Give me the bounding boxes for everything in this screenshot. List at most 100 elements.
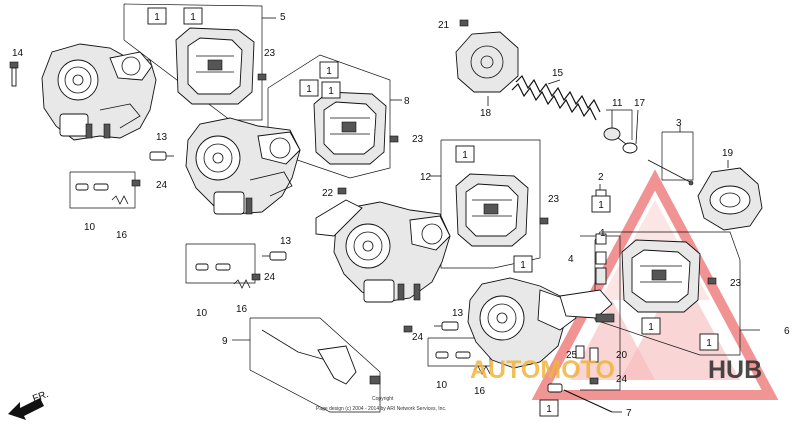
callout-8: 8 bbox=[404, 96, 410, 107]
carburetor-body-4 bbox=[467, 277, 615, 369]
group-box-9 bbox=[249, 317, 381, 413]
callout-22: 22 bbox=[322, 188, 334, 199]
callout-10c: 10 bbox=[436, 380, 448, 391]
callout-6: 6 bbox=[784, 326, 790, 337]
carburetor-body-2 bbox=[185, 117, 301, 215]
callout-23b: 23 bbox=[412, 134, 424, 145]
svg-text:1: 1 bbox=[154, 12, 160, 23]
watermark-text: AUTOMOTO HUB bbox=[470, 356, 762, 384]
svg-text:1: 1 bbox=[328, 86, 334, 97]
callout-16a: 16 bbox=[116, 230, 128, 241]
callout-19: 19 bbox=[722, 148, 734, 159]
callout-24a: 24 bbox=[156, 180, 168, 191]
jet-needle-11 bbox=[603, 127, 638, 154]
copyright-notice: Copyright Page design (c) 2004 - 2014 by… bbox=[316, 396, 446, 412]
svg-text:Page design (c) 2004 - 2014 by: Page design (c) 2004 - 2014 by ARI Netwo… bbox=[316, 406, 446, 412]
boxed-label-1d: 1 bbox=[299, 79, 319, 97]
fitting-20-25 bbox=[575, 345, 599, 363]
svg-text:1: 1 bbox=[306, 84, 312, 95]
callout-23c: 23 bbox=[548, 194, 560, 205]
pilot-screw-set-10c bbox=[435, 351, 491, 375]
boxed-label-1k: 1 bbox=[539, 399, 559, 417]
leader-lines bbox=[232, 17, 760, 413]
callout-15: 15 bbox=[552, 68, 564, 79]
boxed-label-1f: 1 bbox=[455, 145, 475, 163]
front-arrow-label: FR. bbox=[31, 389, 50, 405]
callout-2: 2 bbox=[598, 172, 604, 183]
callout-25: 25 bbox=[566, 350, 578, 361]
callout-21: 21 bbox=[438, 20, 450, 31]
front-direction-arrow: FR. bbox=[8, 389, 50, 420]
callout-11: 11 bbox=[612, 98, 623, 109]
callout-13b: 13 bbox=[280, 236, 292, 247]
svg-text:1: 1 bbox=[326, 66, 332, 77]
screw-13-low bbox=[434, 321, 459, 331]
group-box-11 bbox=[606, 109, 633, 140]
callout-24c: 24 bbox=[412, 332, 424, 343]
callout-23a: 23 bbox=[264, 48, 276, 59]
boxed-label-1h: 1 bbox=[591, 195, 611, 213]
screws-23 bbox=[257, 73, 717, 285]
callout-9: 9 bbox=[222, 336, 228, 347]
boxed-label-1j: 1 bbox=[699, 333, 719, 351]
linkage-rod-9 bbox=[261, 329, 381, 385]
group-box-3 bbox=[661, 131, 694, 181]
group-box-6 bbox=[594, 231, 741, 356]
screw-13-mid bbox=[262, 251, 287, 261]
callout-13c: 13 bbox=[452, 308, 464, 319]
boxed-label-1g: 1 bbox=[513, 255, 533, 273]
screw-14 bbox=[9, 61, 19, 87]
group-box-10a bbox=[69, 171, 136, 209]
svg-text:Copyright: Copyright bbox=[372, 396, 394, 402]
diaphragm-19 bbox=[697, 167, 763, 231]
callout-7: 7 bbox=[626, 408, 632, 419]
svg-text:1: 1 bbox=[546, 404, 552, 415]
callout-16b: 16 bbox=[236, 304, 248, 315]
callout-14: 14 bbox=[12, 48, 24, 59]
svg-text:1: 1 bbox=[520, 260, 526, 271]
boxed-label-1i: 1 bbox=[641, 317, 661, 335]
callout-5: 5 bbox=[280, 12, 286, 23]
svg-text:1: 1 bbox=[598, 200, 604, 211]
throttle-stop-screw-7 bbox=[547, 383, 613, 413]
callout-3: 3 bbox=[676, 118, 682, 129]
diaphragm-cover-18 bbox=[455, 31, 519, 93]
boxed-label-1e: 1 bbox=[321, 81, 341, 99]
svg-text:1: 1 bbox=[648, 322, 654, 333]
callout-16c: 16 bbox=[474, 386, 486, 397]
callout-17: 17 bbox=[634, 98, 646, 109]
group-box-10c bbox=[427, 337, 491, 367]
svg-text:1: 1 bbox=[190, 12, 196, 23]
callout-20: 20 bbox=[616, 350, 628, 361]
carburetor-body-3 bbox=[315, 199, 451, 303]
pilot-screw-set-10b bbox=[195, 263, 251, 289]
boxed-label-1c: 1 bbox=[319, 61, 339, 79]
screw-21 bbox=[459, 19, 469, 27]
callout-24b: 24 bbox=[264, 272, 276, 283]
spring-15 bbox=[511, 74, 601, 121]
needle-3 bbox=[647, 159, 694, 186]
callout-18: 18 bbox=[480, 108, 492, 119]
chamber-cover-top bbox=[175, 27, 255, 105]
boxed-label-1b: 1 bbox=[183, 7, 203, 25]
callout-24d: 24 bbox=[616, 374, 628, 385]
boxed-label-1a: 1 bbox=[147, 7, 167, 25]
callout-4: 4 bbox=[568, 254, 574, 265]
callout-12: 12 bbox=[420, 172, 432, 183]
callout-13a: 13 bbox=[156, 132, 168, 143]
chamber-cover-3 bbox=[455, 173, 529, 247]
screws-24 bbox=[131, 179, 599, 385]
callout-10a: 10 bbox=[84, 222, 96, 233]
group-box-10b bbox=[185, 243, 256, 284]
callout-23d: 23 bbox=[730, 278, 742, 289]
watermark-text-part2: HUB bbox=[708, 356, 762, 384]
pilot-screw-set-10a bbox=[75, 183, 129, 205]
group-box-5 bbox=[123, 3, 263, 121]
screw-13-upper bbox=[149, 151, 174, 161]
callout-10b: 10 bbox=[196, 308, 208, 319]
chamber-cover-4 bbox=[621, 239, 701, 313]
svg-text:1: 1 bbox=[462, 150, 468, 161]
watermark-text-part1: AUTOMOTO bbox=[470, 356, 615, 384]
chamber-cover-2 bbox=[313, 91, 387, 165]
